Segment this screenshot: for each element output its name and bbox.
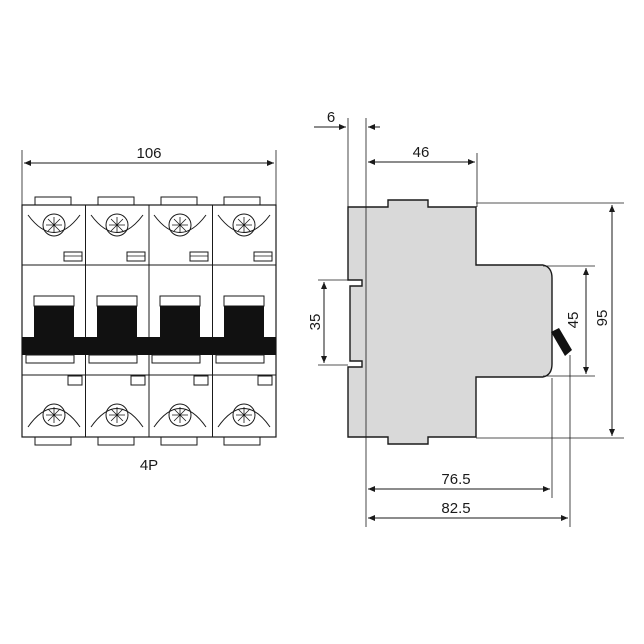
pole-3 bbox=[151, 213, 209, 428]
pole-2-top-screw-icon bbox=[105, 213, 129, 237]
pole-4-top-screw-icon bbox=[232, 213, 256, 237]
pole-1-bottom-indicator bbox=[67, 375, 83, 386]
pole-1-bottom-screw-icon bbox=[42, 403, 66, 427]
pole-3-lower-tab bbox=[151, 354, 201, 364]
pole-2-handle bbox=[97, 306, 137, 337]
pole-1-handle bbox=[34, 306, 74, 337]
dim-top-offset-label: 6 bbox=[327, 109, 335, 126]
dim-depth-label-1: 76.5 bbox=[441, 471, 470, 488]
bottom-tab-pole-2 bbox=[97, 436, 135, 446]
pole-3-top-indicator bbox=[189, 251, 209, 262]
top-tab-pole-4 bbox=[223, 196, 261, 206]
pole-3-bottom-indicator bbox=[193, 375, 209, 386]
front-width-label: 106 bbox=[136, 145, 161, 162]
variant-label: 4P bbox=[140, 457, 158, 474]
pole-4-bottom-screw-icon bbox=[232, 403, 256, 427]
pole-1-lower-tab bbox=[25, 354, 75, 364]
dim-top-width-label: 46 bbox=[413, 144, 430, 161]
top-tab-pole-2 bbox=[97, 196, 135, 206]
pole-3-handle bbox=[160, 306, 200, 337]
side-view: 6 46 35 45 95 76.5 82.5 bbox=[307, 109, 624, 527]
pole-4-handle bbox=[224, 306, 264, 337]
dim-front-height-label: 45 bbox=[565, 312, 582, 329]
dim-depth-label-2: 82.5 bbox=[441, 500, 470, 517]
top-tab-pole-1 bbox=[34, 196, 72, 206]
bottom-tab-pole-4 bbox=[223, 436, 261, 446]
bottom-tab-pole-3 bbox=[160, 436, 198, 446]
side-body-profile bbox=[347, 199, 553, 445]
bottom-tab-pole-1 bbox=[34, 436, 72, 446]
pole-2-bottom-indicator bbox=[130, 375, 146, 386]
pole-2-bottom-screw-icon bbox=[105, 403, 129, 427]
side-toggle-handle bbox=[551, 328, 572, 356]
pole-4-lower-tab bbox=[215, 354, 265, 364]
pole-4-bottom-indicator bbox=[257, 375, 273, 386]
dim-overall-height-label: 95 bbox=[594, 310, 611, 327]
pole-3-top-screw-icon bbox=[168, 213, 192, 237]
bottom-terminal-tabs bbox=[34, 436, 261, 446]
pole-4-top-indicator bbox=[253, 251, 273, 262]
pole-3-bottom-screw-icon bbox=[168, 403, 192, 427]
pole-1 bbox=[25, 213, 83, 428]
pole-2 bbox=[88, 213, 146, 428]
front-view: 106 bbox=[21, 145, 277, 474]
pole-2-lower-tab bbox=[88, 354, 138, 364]
top-terminal-tabs bbox=[34, 196, 261, 206]
pole-1-top-screw-icon bbox=[42, 213, 66, 237]
handle-tie-bar bbox=[22, 337, 276, 355]
pole-2-top-indicator bbox=[126, 251, 146, 262]
dim-rail-height-label: 35 bbox=[307, 314, 324, 331]
pole-4 bbox=[215, 213, 273, 428]
pole-1-top-indicator bbox=[63, 251, 83, 262]
top-tab-pole-3 bbox=[160, 196, 198, 206]
